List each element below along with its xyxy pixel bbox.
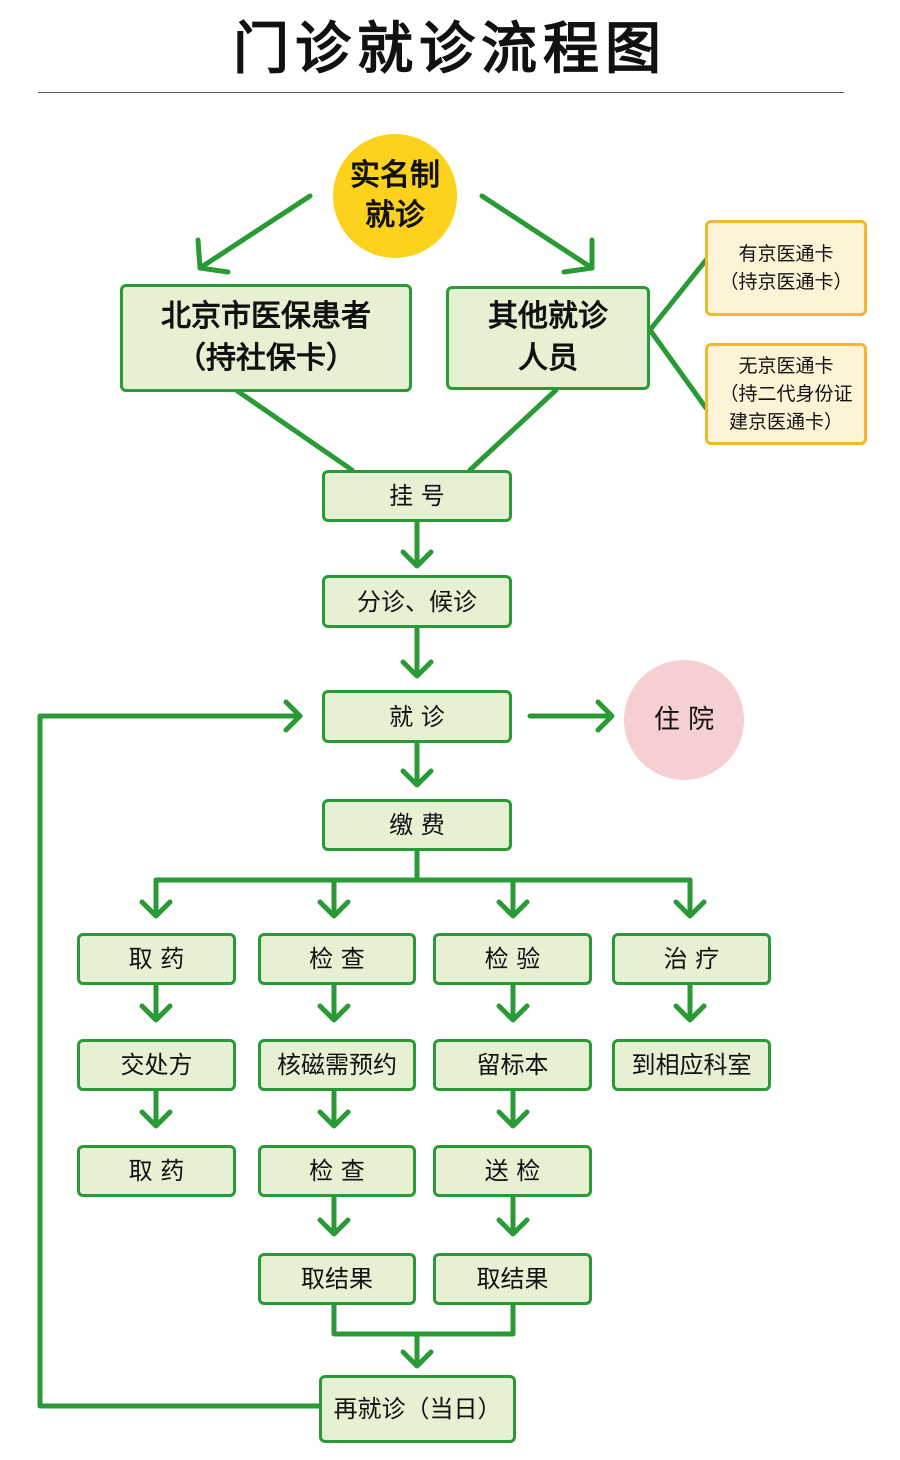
arrow-triage-consult	[400, 625, 434, 679]
card-has-box: 有京医通卡 （持京医通卡）	[705, 220, 867, 316]
lab-result-box: 取结果	[433, 1253, 592, 1305]
connector-results-merge	[331, 1302, 516, 1337]
pay-box: 缴 费	[322, 799, 512, 851]
arrow-lab-1	[496, 982, 530, 1023]
arrow-med-2	[139, 1088, 173, 1129]
arrow-to-treatment	[673, 877, 707, 919]
arrow-exam-1	[317, 982, 351, 1023]
feedback-arrowhead	[283, 699, 303, 733]
triage-box: 分诊、候诊	[322, 575, 512, 628]
exam-result-box: 取结果	[258, 1253, 416, 1305]
mri-appointment-box: 核磁需预约	[258, 1039, 416, 1091]
treatment-box: 治 疗	[612, 933, 771, 985]
medicine-take-box: 取 药	[77, 933, 236, 985]
connector-start-left	[197, 193, 313, 271]
title-divider	[38, 92, 844, 93]
arrow-med-1	[139, 982, 173, 1023]
hospitalize-circle: 住 院	[624, 660, 744, 780]
page-title: 门诊就诊流程图	[233, 17, 667, 82]
connector-other-register	[467, 387, 559, 473]
arrow-lab-3	[496, 1194, 530, 1237]
arrow-exam-3	[317, 1194, 351, 1237]
department-box: 到相应科室	[612, 1039, 771, 1091]
connector-other-card2	[647, 327, 709, 411]
other-patient-box: 其他就诊 人员	[446, 286, 650, 390]
arrowhead-start-left	[195, 237, 231, 275]
insured-patient-box: 北京市医保患者 （持社保卡）	[120, 284, 412, 392]
lab-test-box: 检 验	[433, 933, 592, 985]
arrow-treat-1	[673, 982, 707, 1023]
arrow-consult-pay	[400, 740, 434, 788]
start-real-name-visit: 实名制 就诊	[333, 134, 457, 258]
revisit-box: 再就诊（当日）	[319, 1375, 516, 1443]
arrow-to-lab	[496, 877, 530, 919]
sample-keep-box: 留标本	[433, 1039, 592, 1091]
connector-start-right	[479, 193, 595, 271]
connector-other-card1	[647, 257, 709, 333]
exam-perform-box: 检 查	[258, 1145, 416, 1197]
arrow-to-medicine	[139, 877, 173, 919]
exam-box: 检 查	[258, 933, 416, 985]
medicine-collect-box: 取 药	[77, 1145, 236, 1197]
arrowhead-start-right	[561, 237, 595, 275]
prescription-submit-box: 交处方	[77, 1039, 236, 1091]
register-box: 挂 号	[322, 470, 512, 522]
arrow-exam-2	[317, 1088, 351, 1129]
sample-send-box: 送 检	[433, 1145, 592, 1197]
arrow-to-revisit	[400, 1331, 434, 1369]
arrow-register-triage	[400, 519, 434, 569]
arrow-to-exam	[317, 877, 351, 919]
consult-box: 就 诊	[322, 690, 512, 743]
arrow-lab-2	[496, 1088, 530, 1129]
arrow-consult-admit	[527, 699, 615, 733]
feedback-loop	[37, 713, 323, 1409]
connector-insured-register	[233, 387, 355, 473]
card-none-box: 无京医通卡 （持二代身份证 建京医通卡）	[705, 343, 867, 445]
